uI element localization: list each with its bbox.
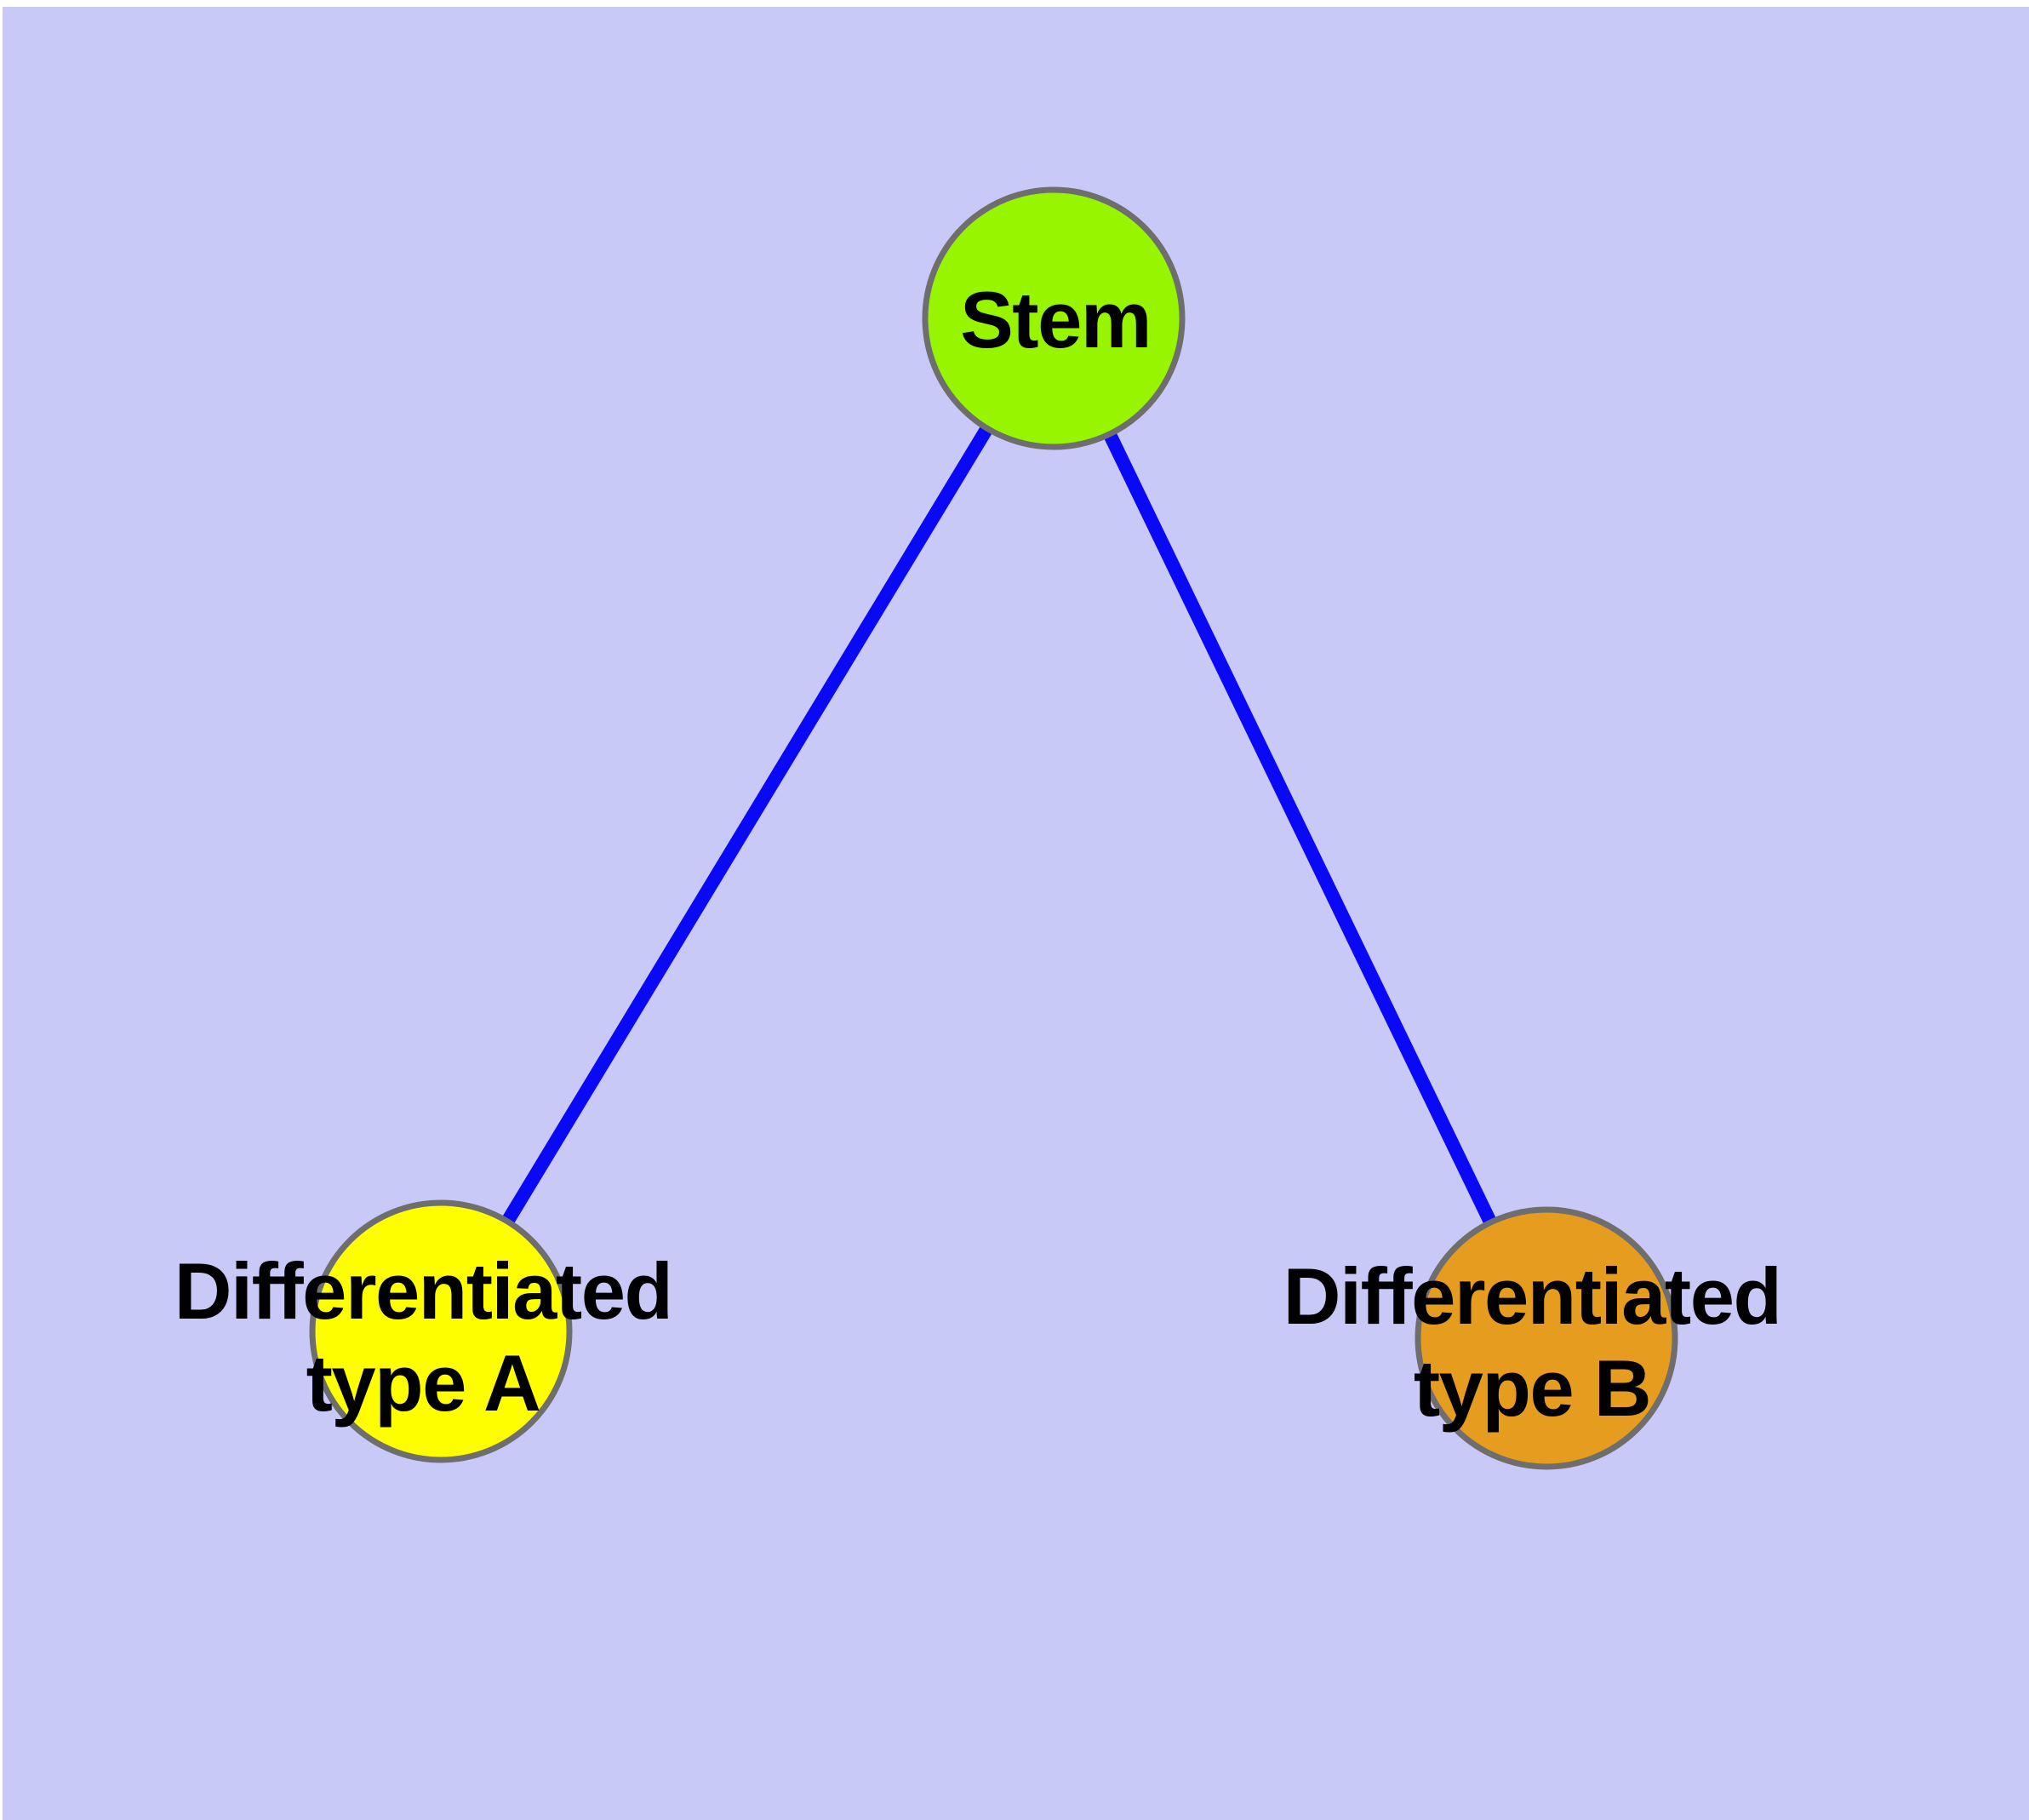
edge-group <box>435 314 1553 1342</box>
label-group: Stem Differentiated type A Differentiate… <box>174 275 1782 1433</box>
node-group <box>309 186 1678 1470</box>
node-type-a-label-line2: type A <box>306 1338 540 1428</box>
node-type-b-label-line2: type B <box>1414 1343 1650 1433</box>
node-type-b-label-line1: Differentiated <box>1283 1251 1781 1341</box>
edge-stem-to-type-b <box>1047 315 1553 1342</box>
node-type-b-circle <box>1415 1206 1678 1470</box>
node-stem-label: Stem <box>960 275 1151 364</box>
node-type-a-circle <box>309 1199 573 1463</box>
node-type-a-label-line1: Differentiated <box>174 1246 672 1336</box>
edge-stem-to-type-a <box>435 314 1060 1336</box>
node-stem-circle <box>922 186 1186 450</box>
